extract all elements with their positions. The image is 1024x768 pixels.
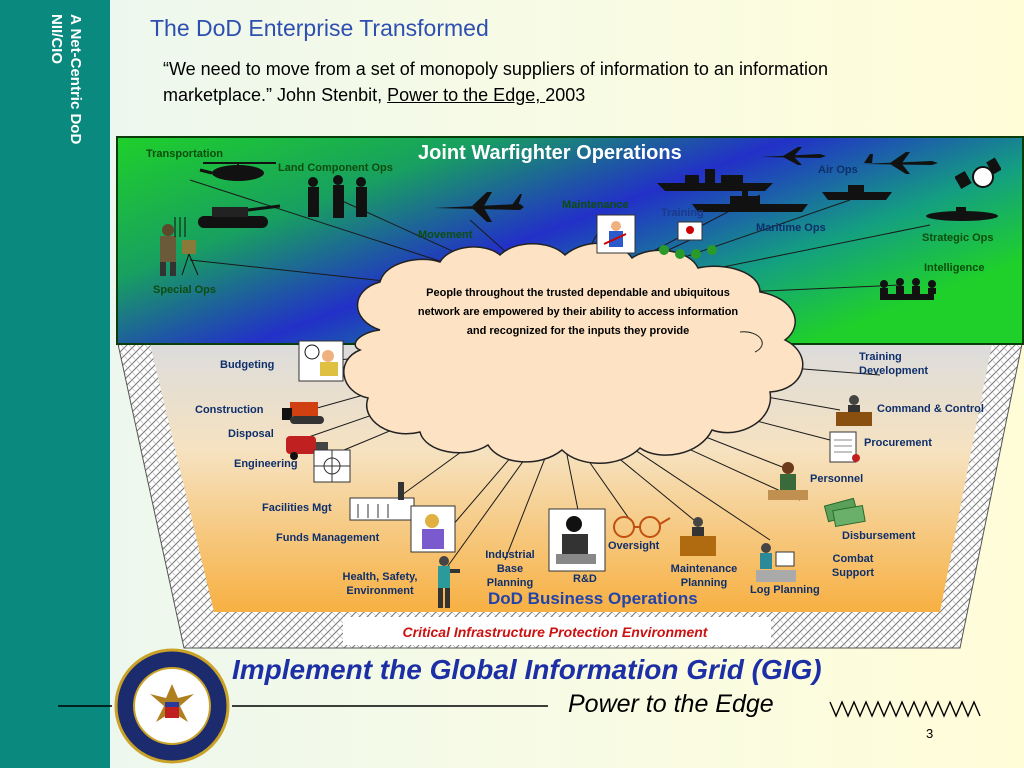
personnel-icon	[768, 462, 808, 500]
submarine-icon	[926, 207, 998, 221]
label-oversight: Oversight	[608, 540, 660, 552]
label-air-ops: Air Ops	[818, 164, 858, 176]
transport-aircraft-icon	[434, 192, 524, 222]
warship-icon	[657, 169, 773, 191]
label-training-development: Training Development	[859, 350, 928, 378]
oversight-glasses-icon	[613, 516, 671, 538]
sidebar-org-title: A Net-Centric DoD NII/CIO	[25, 14, 85, 194]
power-to-the-edge-tagline: Power to the Edge	[568, 690, 774, 718]
label-funds-management: Funds Management	[276, 532, 380, 544]
health-safety-figure-icon	[438, 556, 460, 608]
label-command-control: Command & Control	[877, 403, 984, 415]
facilities-building-icon	[349, 482, 415, 521]
label-industrial-line-3: Planning	[486, 577, 534, 589]
label-health-safety-environment: Health, Safety, Environment	[330, 570, 430, 598]
helicopter-icon	[199, 162, 276, 181]
intelligence-meeting-icon	[880, 278, 936, 300]
cloud-line-1: People throughout the trusted dependable…	[426, 287, 730, 299]
network-cloud	[343, 242, 804, 464]
funds-manager-icon	[410, 505, 456, 553]
label-log-planning: Log Planning	[750, 584, 820, 596]
log-planning-icon	[756, 543, 796, 582]
label-special-ops: Special Ops	[153, 284, 216, 296]
page-number: 3	[926, 726, 934, 741]
destroyer-icon	[692, 190, 808, 212]
label-health-safety-line-1: Health, Safety,	[342, 571, 418, 583]
label-budgeting: Budgeting	[220, 359, 275, 371]
disbursement-money-icon	[823, 497, 866, 528]
label-construction: Construction	[195, 404, 264, 416]
label-strategic-ops: Strategic Ops	[922, 232, 994, 244]
label-training: Training	[661, 207, 704, 219]
special-ops-soldier-icon	[160, 224, 199, 276]
label-maintenance: Maintenance	[562, 199, 629, 211]
sidebar	[0, 0, 110, 768]
cloud-line-2: network are empowered by their ability t…	[417, 306, 739, 318]
label-health-safety-line-2: Environment	[346, 585, 414, 597]
quote-text: “We need to move from a set of monopoly …	[163, 59, 828, 105]
slide-title: The DoD Enterprise Transformed	[150, 15, 489, 41]
dod-seal-icon	[114, 648, 230, 764]
rd-scientist-icon	[548, 508, 606, 572]
label-industrial-line-2: Base	[496, 563, 524, 575]
engineering-drawing-icon	[313, 449, 351, 483]
label-movement: Movement	[418, 229, 473, 241]
satellite-icon	[955, 157, 1001, 190]
label-disbursement: Disbursement	[842, 530, 916, 542]
label-maint-planning-line-1: Maintenance	[670, 563, 738, 575]
training-class-icon	[659, 221, 717, 259]
label-facilities-mgt: Facilities Mgt	[262, 502, 332, 514]
label-combat-support-line-2: Support	[831, 567, 875, 579]
label-combat-support: Combat Support	[818, 552, 888, 580]
cloud-line-3: and recognized for the inputs they provi…	[466, 325, 690, 337]
warfighter-ops-title: Joint Warfighter Operations	[418, 142, 682, 164]
label-land-component-ops: Land Component Ops	[278, 162, 393, 174]
cip-environment-label: Critical Infrastructure Protection Envir…	[402, 624, 708, 640]
business-ops-area	[150, 344, 992, 612]
quote-year: 2003	[545, 85, 586, 105]
label-maritime-ops: Maritime Ops	[756, 222, 826, 234]
label-intelligence: Intelligence	[924, 262, 985, 274]
label-industrial-line-1: Industrial	[485, 549, 535, 561]
label-rd: R&D	[573, 573, 597, 585]
label-maint-planning-line-2: Planning	[680, 577, 728, 589]
maintenance-planner-icon	[680, 517, 716, 556]
ship-small-icon	[822, 185, 892, 200]
tank-icon	[198, 204, 281, 228]
edge-zigzag-icon	[829, 700, 981, 718]
label-training-dev-line-2: Development	[859, 365, 929, 377]
label-industrial-base-planning: Industrial Base Planning	[474, 548, 546, 590]
label-disposal: Disposal	[228, 428, 274, 440]
sidebar-org-line1: A Net-Centric DoD	[67, 14, 84, 145]
command-control-desk-icon	[836, 395, 872, 426]
fighter-jet-icon	[862, 152, 938, 174]
label-maintenance-planning: Maintenance Planning	[660, 562, 748, 590]
budgeting-icon	[298, 340, 344, 382]
label-engineering: Engineering	[234, 458, 298, 470]
stenbit-quote: “We need to move from a set of monopoly …	[163, 56, 923, 108]
soldiers-icon	[308, 175, 367, 218]
cip-label-box	[343, 617, 771, 645]
procurement-document-icon	[829, 431, 860, 463]
bulldozer-icon	[282, 402, 324, 424]
gig-headline: Implement the Global Information Grid (G…	[232, 654, 822, 685]
label-training-dev-line-1: Training	[859, 351, 902, 363]
sidebar-org-line2: NII/CIO	[48, 14, 65, 65]
quote-book-link: Power to the Edge,	[387, 85, 546, 105]
label-transportation: Transportation	[146, 148, 224, 160]
business-ops-title: DoD Business Operations	[488, 589, 698, 608]
label-combat-support-line-1: Combat	[832, 553, 874, 565]
label-personnel: Personnel	[810, 473, 864, 485]
label-procurement: Procurement	[864, 437, 932, 449]
radio-antenna-icon	[174, 217, 186, 237]
cloud-statement: People throughout the trusted dependable…	[388, 284, 768, 341]
maintenance-worker-icon	[596, 214, 636, 254]
jet-aircraft-icon	[760, 147, 826, 165]
